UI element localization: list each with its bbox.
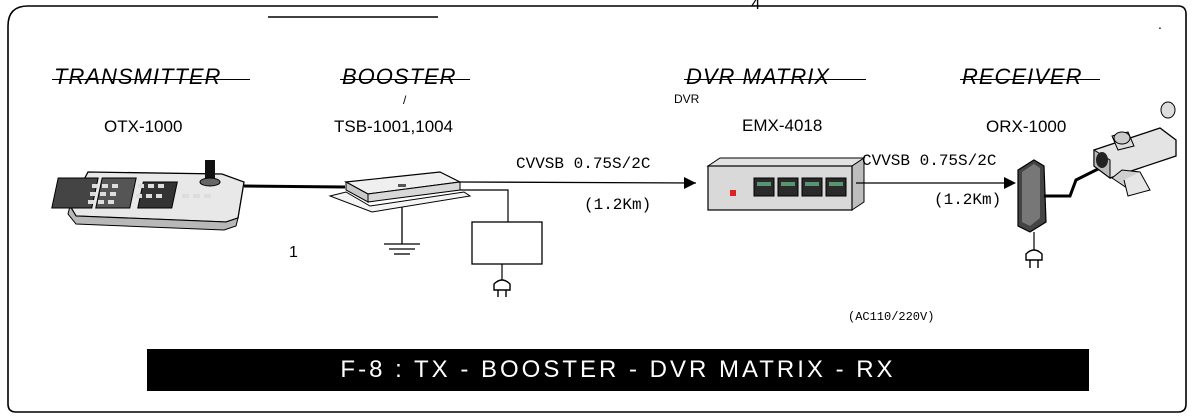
dvr-matrix-model: EMX-4018	[742, 116, 823, 135]
cable-2-length: (1.2Km)	[934, 191, 1002, 209]
booster-sub-label: /	[403, 93, 407, 107]
plug-icon-2	[1025, 249, 1043, 268]
caption-bar: F-8 : TX - BOOSTER - DVR MATRIX - RX	[147, 349, 1089, 391]
cable-2-type: CVVSB 0.75S/2C	[862, 152, 997, 170]
ground-symbol	[384, 207, 420, 255]
transmitter-label: 1	[289, 244, 298, 261]
transmitter-title: TRANSMITTER	[54, 64, 222, 89]
dvr-matrix-title: DVR MATRIX	[686, 64, 831, 89]
receiver-title-strike	[960, 79, 1100, 80]
power-supply-box	[471, 221, 543, 265]
transmitter-title-strike	[52, 79, 250, 80]
dvr-matrix-unit-shape	[706, 157, 866, 211]
booster-model: TSB-1001,1004	[334, 117, 454, 136]
receiver-title: RECEIVER	[962, 64, 1083, 89]
cable-1-arrow	[459, 181, 697, 184]
plug-icon-1	[493, 279, 511, 297]
receiver-unit-shape	[1017, 159, 1047, 233]
booster-power-wire	[460, 189, 509, 222]
keyboard-controller-shape	[51, 160, 245, 231]
receiver-model: ORX-1000	[986, 117, 1067, 136]
cable-1-type: CVVSB 0.75S/2C	[516, 155, 651, 173]
booster-title: BOOSTER	[342, 64, 457, 89]
transmitter-model: OTX-1000	[104, 117, 183, 136]
booster-unit-shape	[328, 171, 472, 213]
tx-booster-link	[243, 184, 346, 189]
dvr-matrix-title-strike	[684, 79, 866, 80]
power-note: (AC110/220V)	[848, 310, 935, 324]
corner-mark: .	[1158, 16, 1162, 32]
dvr-matrix-sub-label: DVR	[674, 92, 700, 106]
ptz-camera-shape	[1044, 101, 1177, 198]
page-number: 4	[751, 0, 761, 13]
cable-1-length: (1.2Km)	[584, 196, 652, 214]
outer-frame	[7, 5, 1187, 413]
figure-caption: F-8 : TX - BOOSTER - DVR MATRIX - RX	[340, 356, 896, 383]
booster-title-strike	[340, 79, 470, 80]
